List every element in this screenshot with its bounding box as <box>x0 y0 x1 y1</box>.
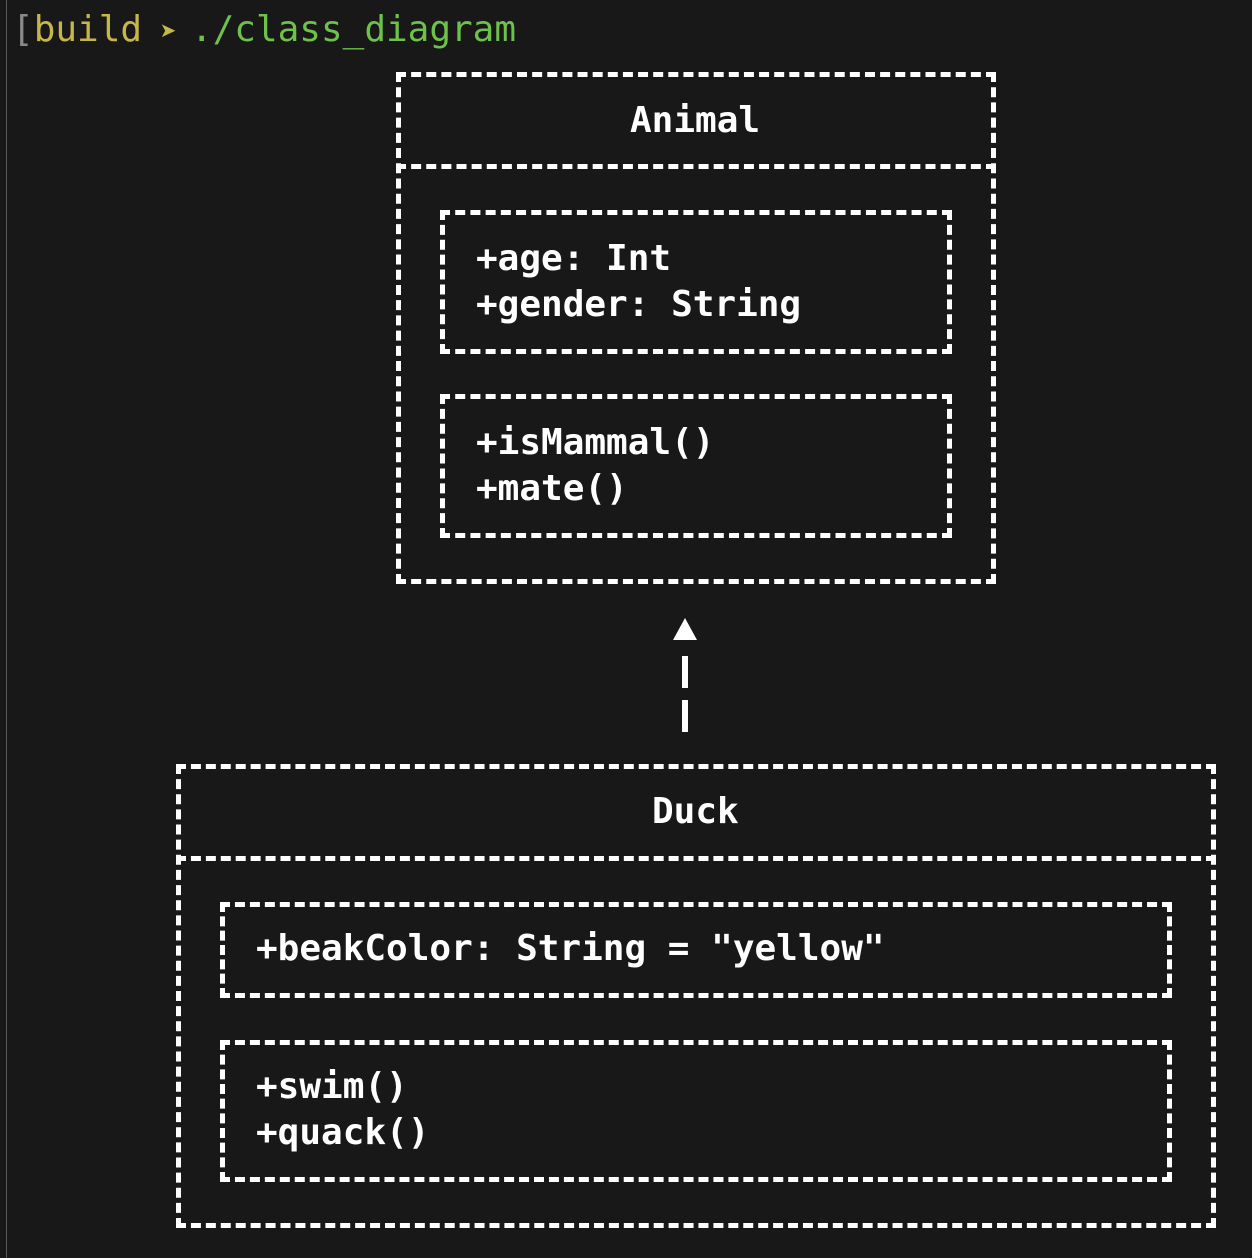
animal-methods-box <box>440 394 952 538</box>
duck-attributes-box <box>220 902 1172 998</box>
prompt-command: ./class_diagram <box>190 9 517 50</box>
inheritance-arrow-icon <box>673 618 697 640</box>
animal-method-mate: +mate() <box>476 468 628 509</box>
animal-title-divider <box>396 164 996 169</box>
duck-outer-box <box>176 764 1216 1228</box>
duck-methods-list: +swim() +quack() <box>256 1064 429 1156</box>
duck-class-name: Duck <box>652 791 739 832</box>
animal-outer-box <box>396 72 996 584</box>
animal-attribute-age: +age: Int <box>476 238 672 279</box>
duck-methods-box <box>220 1040 1172 1182</box>
prompt-arrow-icon: ➤ <box>160 15 177 48</box>
duck-method-quack: +quack() <box>256 1112 430 1153</box>
duck-attribute-beakcolor: +beakColor: String = "yellow" <box>256 928 885 969</box>
prompt-bracket: [ <box>12 9 34 50</box>
duck-attributes-list: +beakColor: String = "yellow" <box>256 926 885 972</box>
animal-methods-list: +isMammal() +mate() <box>476 420 714 512</box>
animal-attributes-box <box>440 210 952 354</box>
animal-class-name: Animal <box>630 100 761 141</box>
inheritance-arrow-line <box>682 656 688 740</box>
duck-method-swim: +swim() <box>256 1066 408 1107</box>
animal-method-ismammal: +isMammal() <box>476 422 715 463</box>
duck-title-divider <box>176 856 1216 861</box>
animal-attribute-gender: +gender: String <box>476 284 802 325</box>
window-left-edge <box>6 0 7 1258</box>
prompt-directory: build <box>33 9 143 50</box>
animal-attributes-list: +age: Int +gender: String <box>476 236 801 328</box>
shell-prompt: [build ➤ ./class_diagram <box>12 8 516 54</box>
